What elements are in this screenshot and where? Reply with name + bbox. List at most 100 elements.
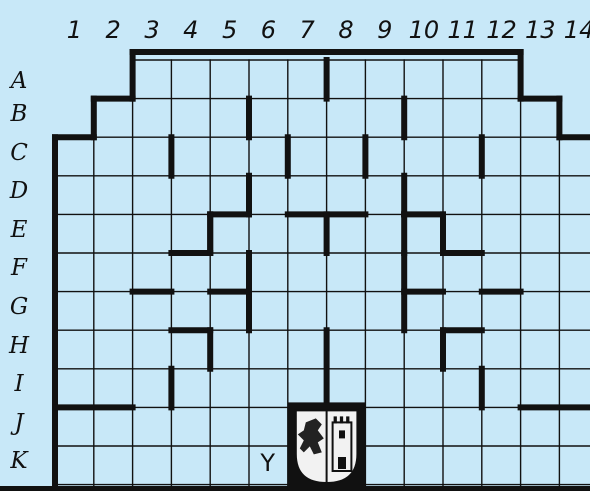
cell-D13[interactable] bbox=[521, 176, 560, 215]
cell-J3[interactable] bbox=[133, 407, 172, 446]
cell-H11[interactable] bbox=[443, 330, 482, 369]
cell-E1[interactable] bbox=[55, 214, 94, 253]
cell-F2[interactable] bbox=[94, 253, 133, 292]
cell-B9[interactable] bbox=[365, 99, 404, 138]
cell-D3[interactable] bbox=[133, 176, 172, 215]
cell-G14[interactable] bbox=[559, 292, 590, 331]
cell-K7[interactable] bbox=[288, 446, 327, 485]
cell-E10[interactable] bbox=[404, 214, 443, 253]
cell-F14[interactable] bbox=[559, 253, 590, 292]
cell-D5[interactable] bbox=[210, 176, 249, 215]
cell-B8[interactable] bbox=[327, 99, 366, 138]
cell-G9[interactable] bbox=[365, 292, 404, 331]
cell-C11[interactable] bbox=[443, 137, 482, 176]
cell-K14[interactable] bbox=[559, 446, 590, 485]
cell-D6[interactable] bbox=[249, 176, 288, 215]
cell-B4[interactable] bbox=[171, 99, 210, 138]
cell-E14[interactable] bbox=[559, 214, 590, 253]
cell-H9[interactable] bbox=[365, 330, 404, 369]
cell-I10[interactable] bbox=[404, 369, 443, 408]
cell-K11[interactable] bbox=[443, 446, 482, 485]
cell-H6[interactable] bbox=[249, 330, 288, 369]
cell-I5[interactable] bbox=[210, 369, 249, 408]
cell-F12[interactable] bbox=[482, 253, 521, 292]
cell-B11[interactable] bbox=[443, 99, 482, 138]
cell-G7[interactable] bbox=[288, 292, 327, 331]
cell-G8[interactable] bbox=[327, 292, 366, 331]
cell-G13[interactable] bbox=[521, 292, 560, 331]
cell-J1[interactable] bbox=[55, 407, 94, 446]
cell-H14[interactable] bbox=[559, 330, 590, 369]
cell-K10[interactable] bbox=[404, 446, 443, 485]
cell-J4[interactable] bbox=[171, 407, 210, 446]
cell-F13[interactable] bbox=[521, 253, 560, 292]
cell-G6[interactable] bbox=[249, 292, 288, 331]
cell-C3[interactable] bbox=[133, 137, 172, 176]
cell-C12[interactable] bbox=[482, 137, 521, 176]
cell-E12[interactable] bbox=[482, 214, 521, 253]
cell-D7[interactable] bbox=[288, 176, 327, 215]
cell-A7[interactable] bbox=[288, 60, 327, 99]
cell-I12[interactable] bbox=[482, 369, 521, 408]
cell-C5[interactable] bbox=[210, 137, 249, 176]
cell-I13[interactable] bbox=[521, 369, 560, 408]
cell-D10[interactable] bbox=[404, 176, 443, 215]
cell-G1[interactable] bbox=[55, 292, 94, 331]
cell-A5[interactable] bbox=[210, 60, 249, 99]
cell-F11[interactable] bbox=[443, 253, 482, 292]
cell-H7[interactable] bbox=[288, 330, 327, 369]
cell-J7[interactable] bbox=[288, 407, 327, 446]
cell-D8[interactable] bbox=[327, 176, 366, 215]
cell-K4[interactable] bbox=[171, 446, 210, 485]
cell-E11[interactable] bbox=[443, 214, 482, 253]
cell-D11[interactable] bbox=[443, 176, 482, 215]
cell-A4[interactable] bbox=[171, 60, 210, 99]
cell-A8[interactable] bbox=[327, 60, 366, 99]
cell-B5[interactable] bbox=[210, 99, 249, 138]
cell-F3[interactable] bbox=[133, 253, 172, 292]
cell-A3[interactable] bbox=[133, 60, 172, 99]
cell-J14[interactable] bbox=[559, 407, 590, 446]
cell-H5[interactable] bbox=[210, 330, 249, 369]
cell-I11[interactable] bbox=[443, 369, 482, 408]
cell-I9[interactable] bbox=[365, 369, 404, 408]
cell-F4[interactable] bbox=[171, 253, 210, 292]
cell-C2[interactable] bbox=[94, 137, 133, 176]
cell-I4[interactable] bbox=[171, 369, 210, 408]
cell-F10[interactable] bbox=[404, 253, 443, 292]
cell-H13[interactable] bbox=[521, 330, 560, 369]
cell-E2[interactable] bbox=[94, 214, 133, 253]
cell-K2[interactable] bbox=[94, 446, 133, 485]
cell-K5[interactable] bbox=[210, 446, 249, 485]
cell-J9[interactable] bbox=[365, 407, 404, 446]
cell-D12[interactable] bbox=[482, 176, 521, 215]
cell-D4[interactable] bbox=[171, 176, 210, 215]
cell-G10[interactable] bbox=[404, 292, 443, 331]
cell-K3[interactable] bbox=[133, 446, 172, 485]
cell-B3[interactable] bbox=[133, 99, 172, 138]
cell-G11[interactable] bbox=[443, 292, 482, 331]
cell-E9[interactable] bbox=[365, 214, 404, 253]
cell-J13[interactable] bbox=[521, 407, 560, 446]
cell-I1[interactable] bbox=[55, 369, 94, 408]
cell-D14[interactable] bbox=[559, 176, 590, 215]
cell-B10[interactable] bbox=[404, 99, 443, 138]
cell-F7[interactable] bbox=[288, 253, 327, 292]
cell-A9[interactable] bbox=[365, 60, 404, 99]
cell-A10[interactable] bbox=[404, 60, 443, 99]
cell-C9[interactable] bbox=[365, 137, 404, 176]
cell-I6[interactable] bbox=[249, 369, 288, 408]
cell-H12[interactable] bbox=[482, 330, 521, 369]
cell-J11[interactable] bbox=[443, 407, 482, 446]
cell-D1[interactable] bbox=[55, 176, 94, 215]
cell-K12[interactable] bbox=[482, 446, 521, 485]
cell-G2[interactable] bbox=[94, 292, 133, 331]
cell-K9[interactable] bbox=[365, 446, 404, 485]
cell-J6[interactable] bbox=[249, 407, 288, 446]
cell-B13[interactable] bbox=[521, 99, 560, 138]
cell-A6[interactable] bbox=[249, 60, 288, 99]
cell-F5[interactable] bbox=[210, 253, 249, 292]
cell-I14[interactable] bbox=[559, 369, 590, 408]
cell-E6[interactable] bbox=[249, 214, 288, 253]
cell-C10[interactable] bbox=[404, 137, 443, 176]
